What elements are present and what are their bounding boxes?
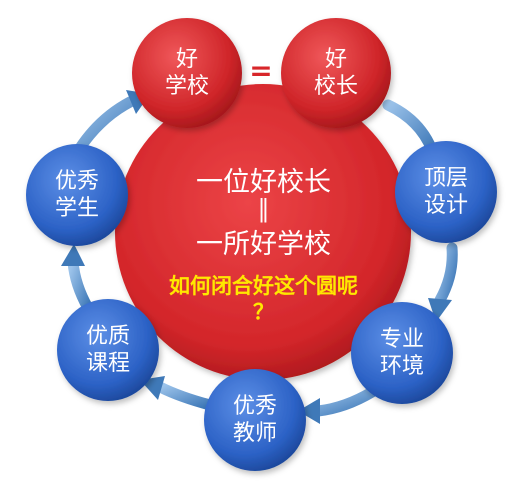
environment-node: 专业 环境 (351, 302, 453, 404)
students-node: 优秀 学生 (26, 144, 128, 246)
top-left-node-circle (132, 18, 242, 128)
top-left-node-label: 好 学校 (164, 47, 209, 99)
equals-sign: = (249, 54, 273, 87)
teachers-node-circle (204, 369, 306, 471)
top-right-node-label: 好 校长 (313, 47, 358, 99)
center-circle (115, 84, 411, 380)
center-question-mark: ？ (253, 300, 274, 324)
center-question: 如何闭合好这个圆呢 (169, 274, 358, 298)
center-equals: ‖ (257, 195, 270, 223)
teachers-node: 优秀 教师 (204, 369, 306, 471)
top-right-node-circle (281, 18, 391, 128)
top-right-node: 好 校长 (281, 18, 391, 128)
top-left-node: 好 学校 (132, 18, 242, 128)
arrow-environment-to-teachers (298, 386, 378, 424)
courses-node-label: 优质 课程 (85, 324, 130, 376)
students-node-circle (26, 144, 128, 246)
design-node-circle (395, 141, 497, 243)
center-line-2: 一所好学校 (196, 229, 331, 260)
environment-node-circle (351, 302, 453, 404)
courses-node: 优质 课程 (57, 299, 159, 401)
students-node-label: 优秀 学生 (54, 169, 99, 221)
courses-node-circle (57, 299, 159, 401)
center-line-1: 一位好校长 (196, 167, 331, 198)
teachers-node-label: 优秀 教师 (232, 394, 277, 446)
arrow-teachers-to-courses (140, 376, 216, 411)
environment-node-label: 专业 环境 (379, 327, 424, 379)
design-node-label: 顶层 设计 (423, 166, 468, 218)
design-node: 顶层 设计 (395, 141, 497, 243)
